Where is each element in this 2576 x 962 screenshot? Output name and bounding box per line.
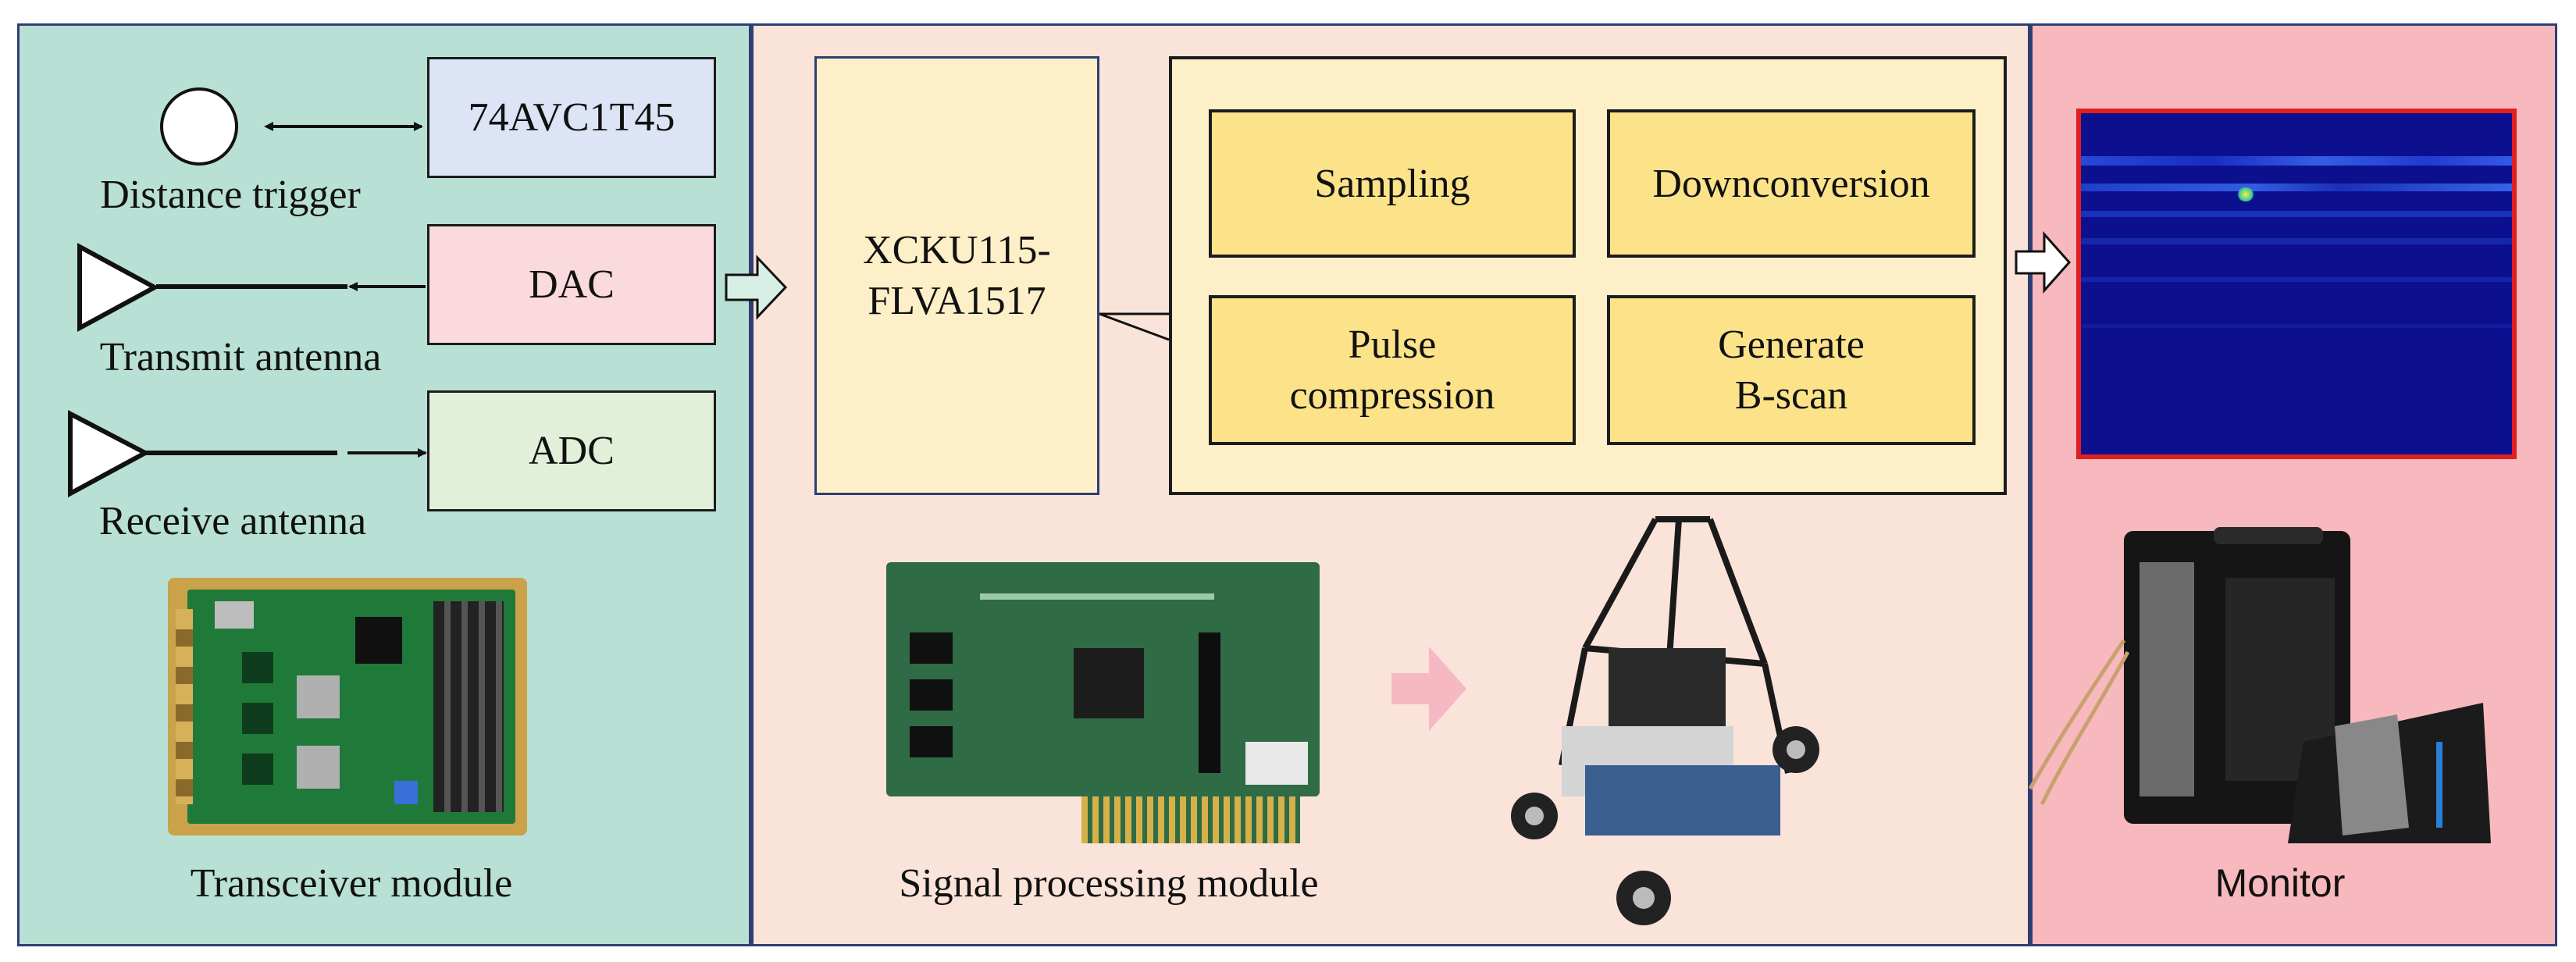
b-scan-image <box>2076 109 2517 459</box>
dac-box: DAC <box>427 224 716 345</box>
pulse-line1: Pulse <box>1348 322 1437 367</box>
sampling-box: Sampling <box>1209 109 1576 258</box>
signal-processing-module-caption: Signal processing module <box>899 861 1319 906</box>
fpga-line2: FLVA1517 <box>868 279 1046 323</box>
generate-bscan-box: Generate B-scan <box>1607 295 1976 445</box>
transmit-antenna-label: Transmit antenna <box>99 335 382 379</box>
fpga-line1: XCKU115- <box>863 228 1051 273</box>
adc-box: ADC <box>427 390 716 511</box>
distance-trigger-label: Distance trigger <box>100 173 361 217</box>
generate-line1: Generate <box>1718 322 1865 367</box>
fpga-board-image <box>886 562 1320 847</box>
fpga-box: XCKU115- FLVA1517 <box>814 56 1099 495</box>
pulse-compression-box: Pulse compression <box>1209 295 1576 445</box>
receive-antenna-label: Receive antenna <box>98 499 367 543</box>
circuit-board-image <box>168 578 527 836</box>
generate-line2: B-scan <box>1734 373 1848 418</box>
pulse-line2: compression <box>1289 373 1495 418</box>
downconversion-box: Downconversion <box>1607 109 1976 258</box>
transceiver-module-caption: Transceiver module <box>190 861 513 906</box>
circle-trigger-icon <box>160 87 238 166</box>
monitor-caption: Monitor <box>2214 861 2346 905</box>
chip-box: 74AVC1T45 <box>427 57 716 178</box>
